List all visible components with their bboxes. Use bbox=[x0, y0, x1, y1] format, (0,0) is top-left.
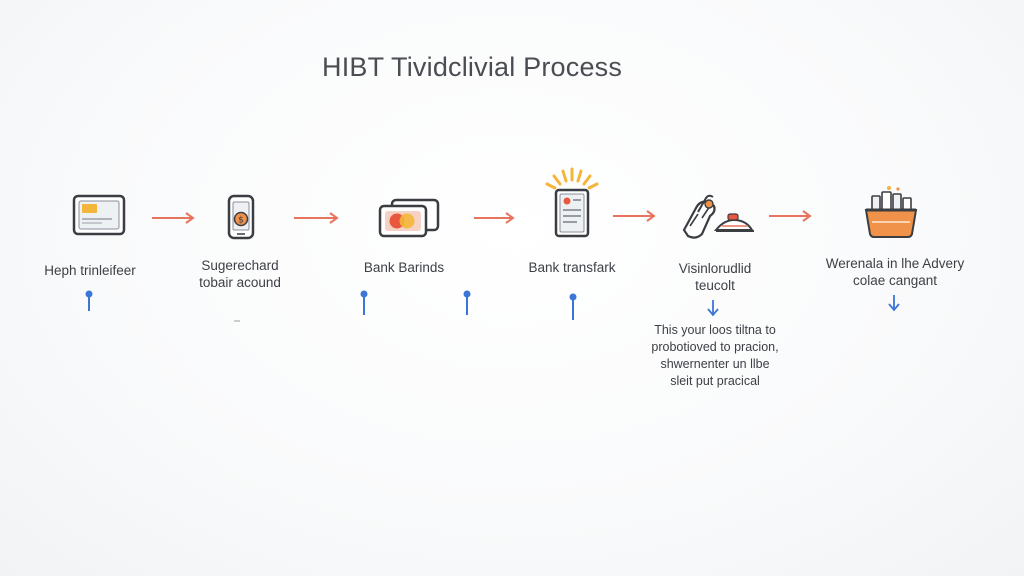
flow-arrow-2 bbox=[294, 212, 339, 224]
note-line-3: shwernenter un llbe bbox=[660, 357, 770, 371]
step-label-5-line-2: teucolt bbox=[695, 278, 735, 293]
flow-arrow-4 bbox=[613, 210, 656, 222]
flow-arrow-5 bbox=[769, 210, 812, 222]
step-label-4-line-1: Bank transfark bbox=[528, 260, 616, 275]
step-label-2: Sugerechard tobair acound bbox=[180, 257, 300, 291]
step-label-4: Bank transfark bbox=[512, 259, 632, 276]
pin-marker-1 bbox=[85, 290, 93, 311]
step-label-1: Heph trinleifeer bbox=[30, 262, 150, 279]
pin-marker-4 bbox=[569, 293, 577, 320]
step-label-2-line-2: tobair acound bbox=[199, 275, 281, 290]
basket-icon bbox=[864, 186, 918, 238]
step-label-6-line-1: Werenala in lhe Advery bbox=[825, 256, 965, 271]
bank-cards-icon bbox=[378, 198, 440, 238]
phone-coin-icon: $ bbox=[227, 194, 255, 240]
step-note: This your loos tiltna to probotioved to … bbox=[630, 322, 800, 390]
step-label-2-line-1: Sugerechard bbox=[201, 258, 279, 273]
hands-tools-icon bbox=[682, 194, 754, 239]
note-line-1: This your loos tiltna to bbox=[654, 323, 776, 337]
step-label-5-line-1: Visinlorudlid bbox=[678, 261, 752, 276]
step-label-1-line-1: Heph trinleifeer bbox=[44, 263, 136, 278]
flow-arrow-1 bbox=[152, 212, 195, 224]
note-line-4: sleit put pracical bbox=[670, 374, 760, 388]
step-label-5: Visinlorudlid teucolt bbox=[650, 260, 780, 294]
svg-text:$: $ bbox=[238, 216, 244, 226]
pin-marker-2 bbox=[360, 290, 368, 315]
down-arrow-icon bbox=[888, 295, 900, 312]
divider-mark bbox=[234, 320, 240, 322]
document-burst-icon bbox=[545, 167, 599, 238]
step-label-3-line-1: Bank Barinds bbox=[363, 260, 445, 275]
step-label-6: Werenala in lhe Advery colae cangant bbox=[810, 255, 980, 289]
down-arrow-icon bbox=[707, 300, 719, 317]
card-screen-icon bbox=[72, 194, 126, 236]
note-line-2: probotioved to pracion, bbox=[651, 340, 779, 354]
flow-arrow-3 bbox=[474, 212, 515, 224]
step-label-6-line-2: colae cangant bbox=[852, 273, 938, 288]
pin-marker-3 bbox=[463, 290, 471, 315]
step-label-3: Bank Barinds bbox=[344, 259, 464, 276]
